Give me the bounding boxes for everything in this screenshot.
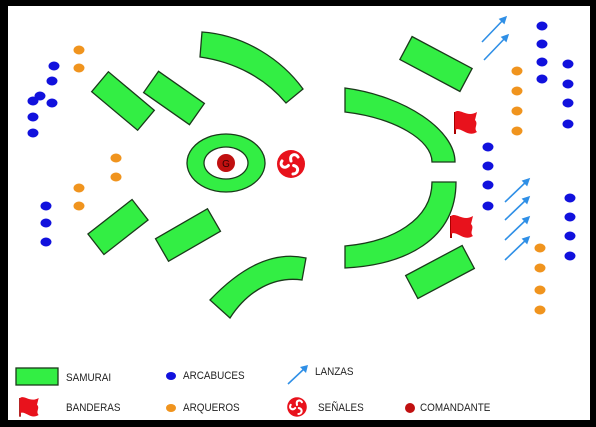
lanza-unit (504, 215, 531, 241)
samurai-unit (87, 198, 149, 256)
arquero-unit (73, 183, 85, 193)
arquero-unit (511, 86, 523, 96)
samurai-unit (209, 255, 307, 319)
commander-label: G (222, 159, 230, 170)
arcabuz-unit (562, 98, 574, 108)
arquero-unit (110, 153, 122, 163)
arquero-unit (73, 201, 85, 211)
arcabuz-unit (564, 251, 576, 261)
legend-banderas-icon (19, 396, 40, 418)
lanzas-units (481, 15, 531, 261)
arcabuz-unit (482, 180, 494, 190)
legend-lanzas-label: LANZAS (315, 366, 354, 378)
legend-senales-label: SEÑALES (318, 402, 364, 414)
arcabuz-unit (482, 161, 494, 171)
lanza-unit (504, 195, 531, 221)
legend-comandante-icon (405, 403, 415, 413)
legend-arqueros-icon (166, 404, 176, 412)
samurai-unit (404, 244, 476, 300)
arquero-unit (534, 285, 546, 295)
arcabuz-unit (536, 21, 548, 31)
lanza-unit (481, 15, 508, 43)
arcabuz-unit (536, 74, 548, 84)
arquero-unit (73, 63, 85, 73)
arcabuz-unit (536, 39, 548, 49)
legend-samurai-icon (15, 367, 59, 386)
arcabuz-unit (40, 218, 52, 228)
arcabuz-unit (27, 96, 39, 106)
lanza-unit (504, 235, 531, 261)
arquero-unit (534, 243, 546, 253)
signal-marker (277, 150, 305, 178)
arquero-unit (110, 172, 122, 182)
samurai-unit (344, 181, 457, 269)
samurai-unit (154, 207, 222, 263)
flag-marker (450, 214, 474, 239)
arcabuz-unit (562, 119, 574, 129)
arcabuces-units (27, 21, 576, 261)
samurai-units (87, 31, 476, 319)
arcabuz-unit (40, 201, 52, 211)
legend-senales-icon (287, 397, 307, 417)
arcabuz-unit (40, 237, 52, 247)
arqueros-units (73, 45, 546, 315)
arcabuz-unit (46, 76, 58, 86)
lanza-unit (483, 33, 510, 61)
arcabuz-unit (536, 57, 548, 67)
legend-arcabuces-icon (166, 372, 176, 380)
commander-marker: G (217, 154, 235, 172)
arquero-unit (511, 106, 523, 116)
arquero-unit (511, 126, 523, 136)
arcabuz-unit (564, 193, 576, 203)
legend-arqueros-label: ARQUEROS (183, 402, 240, 414)
arquero-unit (534, 263, 546, 273)
arcabuz-unit (46, 98, 58, 108)
legend-arcabuces-label: ARCABUCES (183, 370, 245, 382)
samurai-ring (186, 133, 266, 193)
arquero-unit (511, 66, 523, 76)
arcabuz-unit (564, 212, 576, 222)
samurai-unit (199, 31, 304, 104)
flag-marker (454, 110, 478, 135)
arcabuz-unit (48, 61, 60, 71)
arcabuz-unit (482, 142, 494, 152)
samurai-unit (344, 87, 456, 163)
legend-icons (15, 365, 415, 418)
arcabuz-unit (27, 112, 39, 122)
samurai-unit (398, 35, 474, 93)
arcabuz-unit (562, 59, 574, 69)
arcabuz-unit (562, 79, 574, 89)
arcabuz-unit (564, 231, 576, 241)
samurai-unit (90, 70, 156, 132)
arquero-unit (73, 45, 85, 55)
legend-comandante-label: COMANDANTE (420, 402, 491, 414)
legend-samurai-label: SAMURAI (66, 372, 112, 384)
legend-lanzas-icon (287, 365, 308, 385)
arcabuz-unit (482, 201, 494, 211)
arcabuz-unit (27, 128, 39, 138)
arquero-unit (534, 305, 546, 315)
samurai-unit (142, 70, 206, 126)
lanza-unit (504, 177, 531, 203)
legend-banderas-label: BANDERAS (66, 402, 121, 414)
